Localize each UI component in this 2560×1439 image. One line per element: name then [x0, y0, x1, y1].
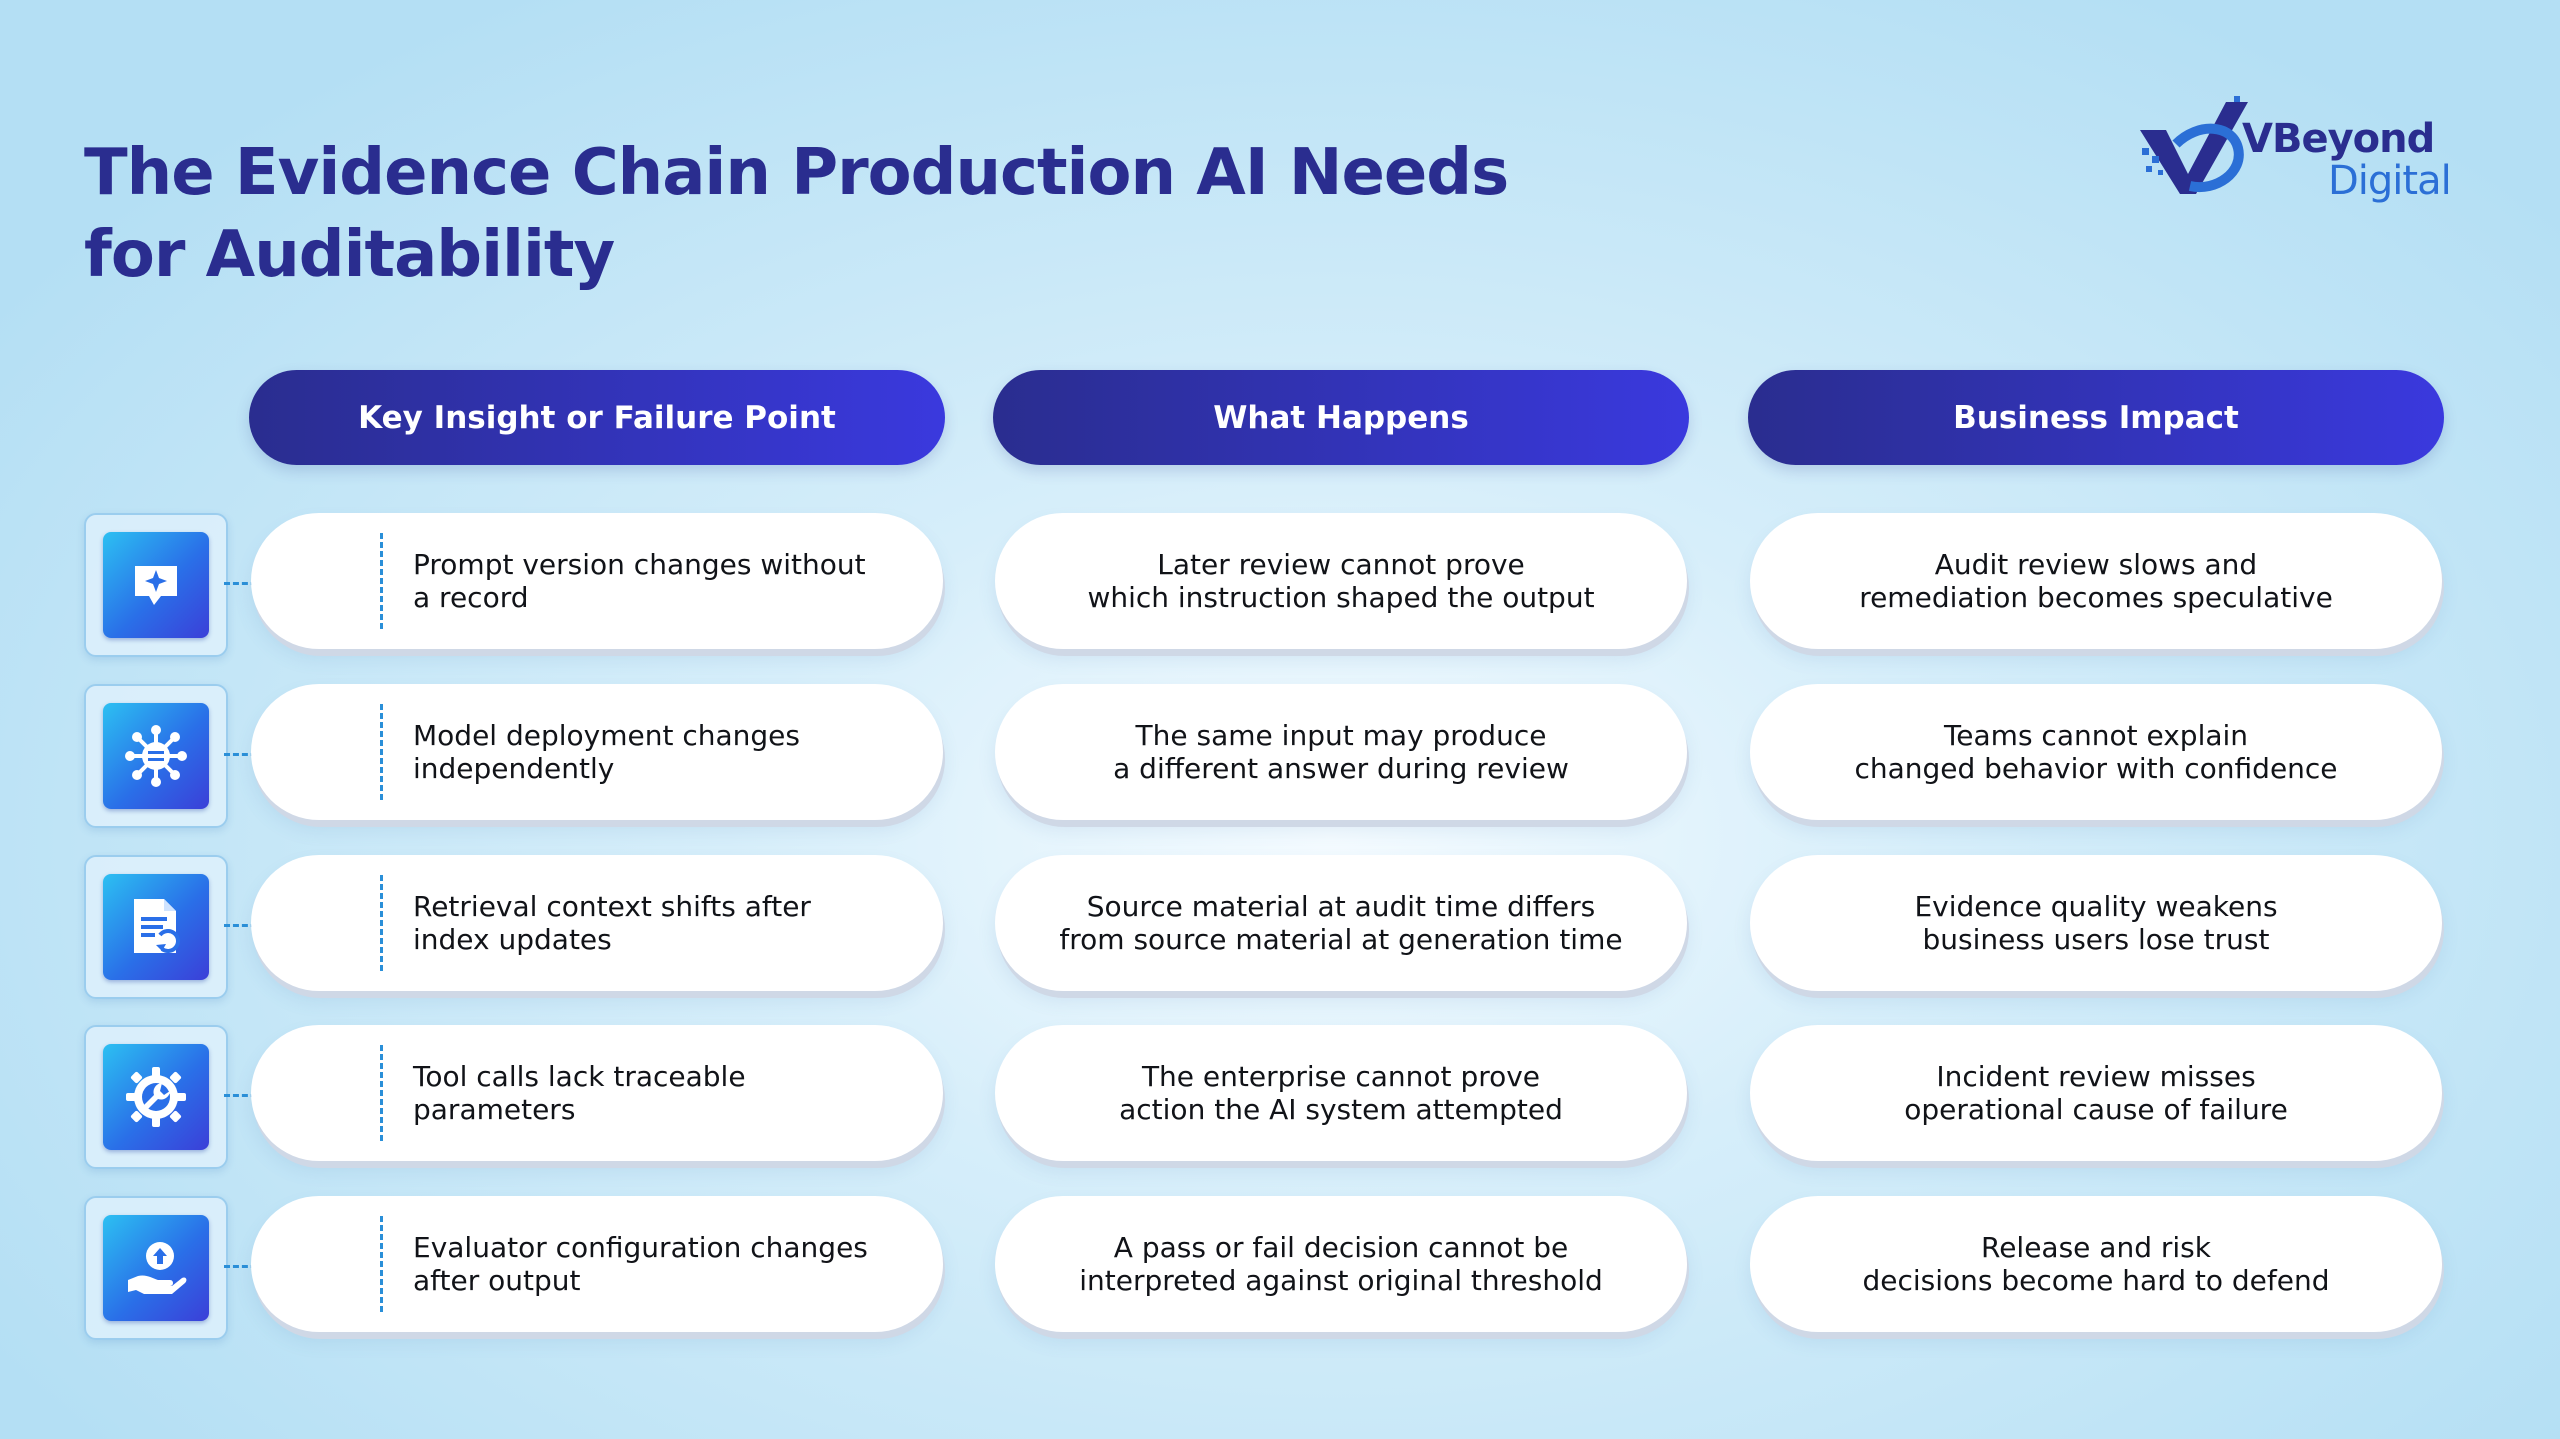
insight-text: Prompt version changes without a record — [413, 548, 866, 614]
impact-text: Teams cannot explain changed behavior wi… — [1854, 719, 2338, 785]
hand-upload-icon — [103, 1215, 209, 1321]
table-row: Model deployment changes independently T… — [0, 684, 2560, 828]
row-icon-frame — [84, 1196, 228, 1340]
divider — [380, 875, 383, 971]
page-title-line2: for Auditability — [84, 218, 615, 292]
impact-pill: Release and risk decisions become hard t… — [1750, 1196, 2442, 1332]
insight-pill: Model deployment changes independently — [251, 684, 943, 820]
happens-text: The enterprise cannot prove action the A… — [1119, 1060, 1563, 1126]
insight-pill: Prompt version changes without a record — [251, 513, 943, 649]
table-row: Retrieval context shifts after index upd… — [0, 855, 2560, 999]
logo-text-digital: Digital — [2328, 158, 2452, 204]
table-row: Tool calls lack traceable parameters The… — [0, 1025, 2560, 1169]
happens-text: A pass or fail decision cannot be interp… — [1079, 1231, 1603, 1297]
table-row: Evaluator configuration changes after ou… — [0, 1196, 2560, 1340]
happens-text: Source material at audit time differs fr… — [1059, 890, 1623, 956]
happens-pill: The enterprise cannot prove action the A… — [995, 1025, 1687, 1161]
impact-pill: Evidence quality weakens business users … — [1750, 855, 2442, 991]
happens-text: The same input may produce a different a… — [1113, 719, 1569, 785]
document-refresh-icon — [103, 874, 209, 980]
impact-pill: Audit review slows and remediation becom… — [1750, 513, 2442, 649]
divider — [380, 533, 383, 629]
header-business-impact: Business Impact — [1748, 370, 2444, 465]
impact-text: Evidence quality weakens business users … — [1914, 890, 2278, 956]
happens-pill: A pass or fail decision cannot be interp… — [995, 1196, 1687, 1332]
wrench-gear-icon — [103, 1044, 209, 1150]
happens-text: Later review cannot prove which instruct… — [1087, 548, 1595, 614]
happens-pill: Source material at audit time differs fr… — [995, 855, 1687, 991]
impact-pill: Teams cannot explain changed behavior wi… — [1750, 684, 2442, 820]
insight-text: Retrieval context shifts after index upd… — [413, 890, 811, 956]
header-what-happens: What Happens — [993, 370, 1689, 465]
table-row: Prompt version changes without a record … — [0, 513, 2560, 657]
insight-text: Evaluator configuration changes after ou… — [413, 1231, 868, 1297]
divider — [380, 1045, 383, 1141]
happens-pill: Later review cannot prove which instruct… — [995, 513, 1687, 649]
divider — [380, 704, 383, 800]
impact-text: Incident review misses operational cause… — [1904, 1060, 2288, 1126]
happens-pill: The same input may produce a different a… — [995, 684, 1687, 820]
row-icon-frame — [84, 855, 228, 999]
divider — [380, 1216, 383, 1312]
row-icon-frame — [84, 1025, 228, 1169]
page-title: The Evidence Chain Production AI Needs f… — [84, 132, 1509, 296]
page-title-line1: The Evidence Chain Production AI Needs — [84, 136, 1509, 210]
chat-sparkle-icon — [103, 532, 209, 638]
vbeyond-logo: VBeyond Digital — [2136, 94, 2456, 214]
logo-text-vbeyond: VBeyond — [2242, 116, 2435, 162]
impact-text: Release and risk decisions become hard t… — [1862, 1231, 2330, 1297]
insight-text: Model deployment changes independently — [413, 719, 800, 785]
network-hub-icon — [103, 703, 209, 809]
insight-pill: Retrieval context shifts after index upd… — [251, 855, 943, 991]
insight-pill: Evaluator configuration changes after ou… — [251, 1196, 943, 1332]
row-icon-frame — [84, 513, 228, 657]
header-key-insight: Key Insight or Failure Point — [249, 370, 945, 465]
impact-text: Audit review slows and remediation becom… — [1859, 548, 2333, 614]
logo-mark-icon — [2140, 96, 2248, 194]
row-icon-frame — [84, 684, 228, 828]
insight-text: Tool calls lack traceable parameters — [413, 1060, 746, 1126]
impact-pill: Incident review misses operational cause… — [1750, 1025, 2442, 1161]
insight-pill: Tool calls lack traceable parameters — [251, 1025, 943, 1161]
